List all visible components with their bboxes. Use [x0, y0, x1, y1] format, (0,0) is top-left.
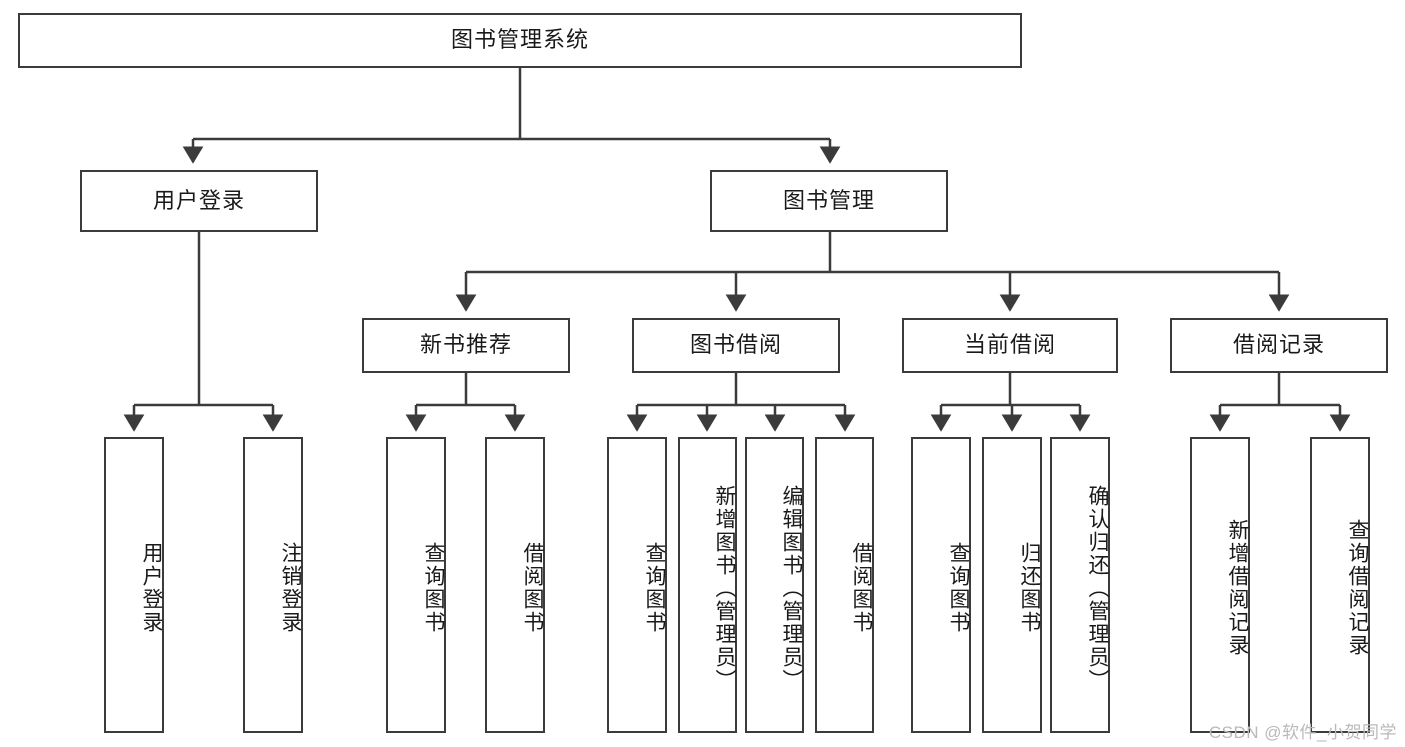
node-book-borrow[interactable]: 图书借阅: [632, 318, 840, 373]
node-leaf-query-book-2-label: 查询图书: [643, 542, 666, 634]
node-leaf-query-borrow-record[interactable]: 查询借阅记录: [1310, 437, 1370, 733]
node-leaf-query-book-3-label: 查询图书: [947, 542, 970, 634]
node-user-login-label: 用户登录: [152, 187, 245, 213]
node-user-login[interactable]: 用户登录: [80, 170, 318, 232]
node-leaf-add-book-label: 新增图书（管理员）: [713, 484, 736, 692]
node-leaf-edit-book-label: 编辑图书（管理员）: [780, 484, 803, 692]
node-leaf-user-login[interactable]: 用户登录: [104, 437, 164, 733]
node-borrow-record[interactable]: 借阅记录: [1170, 318, 1388, 373]
node-book-manage[interactable]: 图书管理: [710, 170, 948, 232]
node-leaf-logout-login[interactable]: 注销登录: [243, 437, 303, 733]
node-borrow-record-label: 借阅记录: [1232, 332, 1325, 358]
node-new-book-recommend[interactable]: 新书推荐: [362, 318, 570, 373]
node-leaf-add-book[interactable]: 新增图书（管理员）: [678, 437, 737, 733]
node-leaf-borrow-book-2-label: 借阅图书: [850, 542, 873, 634]
node-leaf-logout-login-label: 注销登录: [279, 542, 302, 634]
node-leaf-return-book[interactable]: 归还图书: [982, 437, 1042, 733]
node-leaf-add-borrow-record-label: 新增借阅记录: [1226, 519, 1249, 657]
node-leaf-edit-book[interactable]: 编辑图书（管理员）: [745, 437, 804, 733]
node-leaf-return-book-label: 归还图书: [1018, 542, 1041, 634]
node-leaf-borrow-book-1[interactable]: 借阅图书: [485, 437, 545, 733]
node-book-manage-label: 图书管理: [782, 187, 875, 213]
node-leaf-confirm-return[interactable]: 确认归还（管理员）: [1050, 437, 1110, 733]
node-leaf-query-book-1-label: 查询图书: [422, 542, 445, 634]
node-current-borrow-label: 当前借阅: [963, 332, 1056, 358]
node-leaf-query-borrow-record-label: 查询借阅记录: [1346, 519, 1369, 657]
node-leaf-borrow-book-2[interactable]: 借阅图书: [815, 437, 874, 733]
node-root-label: 图书管理系统: [450, 27, 589, 53]
node-leaf-query-book-1[interactable]: 查询图书: [386, 437, 446, 733]
node-current-borrow[interactable]: 当前借阅: [902, 318, 1118, 373]
node-new-book-recommend-label: 新书推荐: [419, 332, 512, 358]
node-leaf-confirm-return-label: 确认归还（管理员）: [1086, 484, 1109, 692]
node-leaf-add-borrow-record[interactable]: 新增借阅记录: [1190, 437, 1250, 733]
node-leaf-query-book-3[interactable]: 查询图书: [911, 437, 971, 733]
node-leaf-borrow-book-1-label: 借阅图书: [521, 542, 544, 634]
node-root[interactable]: 图书管理系统: [18, 13, 1022, 68]
node-book-borrow-label: 图书借阅: [689, 332, 782, 358]
node-leaf-user-login-label: 用户登录: [140, 542, 163, 634]
node-leaf-query-book-2[interactable]: 查询图书: [607, 437, 667, 733]
watermark: CSDN @软件_小贺同学: [1208, 723, 1397, 742]
